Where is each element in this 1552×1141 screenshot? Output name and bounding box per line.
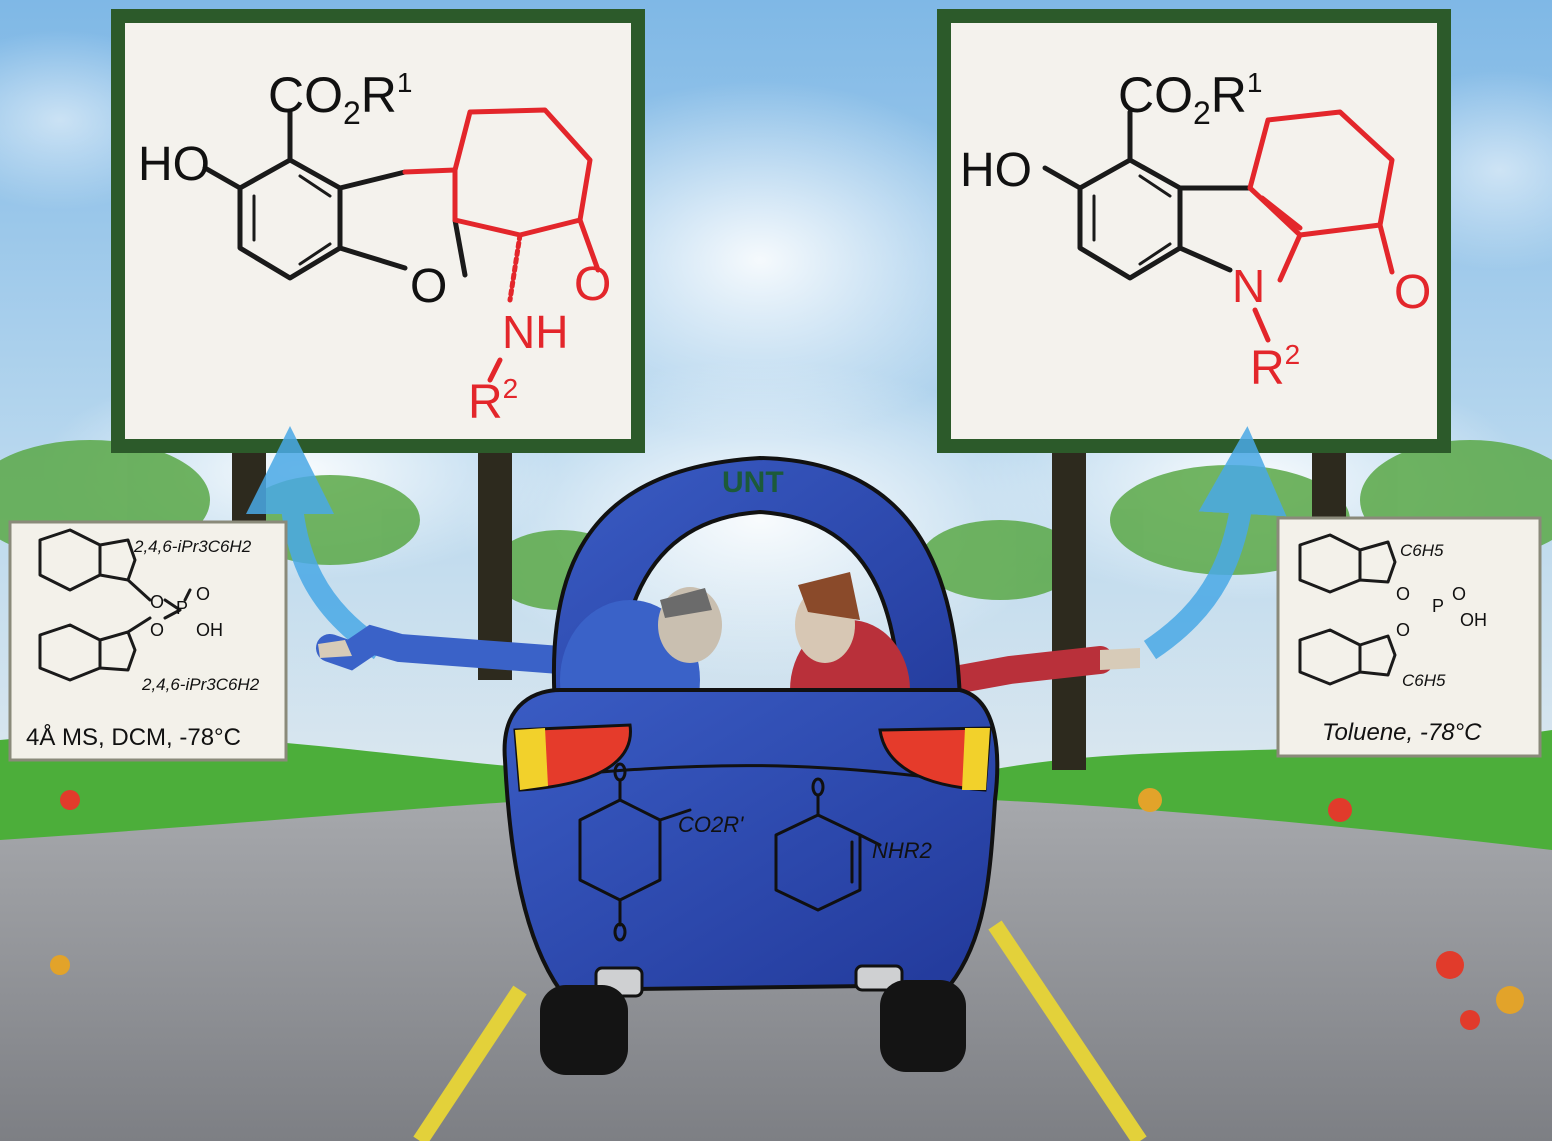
right-sup1: 1: [1247, 67, 1263, 98]
left-amine: NH: [502, 306, 568, 358]
right-cat-o1: O: [1396, 584, 1410, 604]
svg-text:R2: R2: [1250, 339, 1300, 395]
right-co-label: CO: [1118, 67, 1193, 123]
left-billboard: CO2R1 HO O O NH R2: [111, 9, 645, 453]
right-ketone-o: O: [1394, 266, 1431, 319]
left-cat-aryl-bottom: 2,4,6-iPr3C6H2: [141, 675, 260, 694]
car-quinone-sub: CO2R': [678, 812, 744, 837]
flowers: [50, 788, 1524, 1030]
car-roof-text: UNT: [722, 466, 784, 499]
right-cat-oh: OH: [1460, 610, 1487, 630]
right-r1: R: [1211, 67, 1247, 123]
svg-text:CO2R1: CO2R1: [268, 67, 412, 131]
left-hydroxy: HO: [138, 138, 210, 191]
left-co-label: CO: [268, 67, 343, 123]
left-cat-aryl-top: 2,4,6-iPr3C6H2: [133, 537, 252, 556]
right-cat-aryl-top: C6H5: [1400, 541, 1444, 560]
left-cat-conditions: 4Å MS, DCM, -78°C: [26, 723, 241, 751]
right-cat-p: P: [1432, 596, 1444, 616]
left-cat-po: O: [196, 584, 210, 604]
svg-text:R2: R2: [468, 373, 518, 429]
left-ring-oxygen: O: [410, 260, 447, 313]
left-r2: R: [468, 376, 503, 429]
lane-line-left: [413, 985, 527, 1141]
wheel-right: [880, 980, 966, 1072]
left-cat-o1: O: [150, 592, 164, 612]
right-hydroxy: HO: [960, 144, 1032, 197]
lane-line-right: [988, 920, 1147, 1141]
left-ketone-o: O: [574, 258, 611, 311]
left-sub2: 2: [343, 95, 361, 131]
svg-text:CO2R1: CO2R1: [1118, 67, 1262, 131]
left-cat-o2: O: [150, 620, 164, 640]
left-r1: R: [361, 67, 397, 123]
right-cat-po: O: [1452, 584, 1466, 604]
right-sup2: 2: [1285, 339, 1301, 370]
right-sub2: 2: [1193, 95, 1211, 131]
left-sup2: 2: [503, 373, 519, 404]
left-sup1: 1: [397, 67, 413, 98]
right-cat-aryl-bottom: C6H5: [1402, 671, 1446, 690]
right-billboard: CO2R1 HO N O R2: [937, 9, 1451, 453]
left-cat-oh: OH: [196, 620, 223, 640]
right-r2: R: [1250, 342, 1285, 395]
left-cat-p: P: [176, 598, 188, 618]
right-catalyst-card: C6H5 O P O O OH C6H5 Toluene, -78°C: [1276, 516, 1542, 758]
left-catalyst-card: 2,4,6-iPr3C6H2 O P O O OH 2,4,6-iPr3C6H2…: [8, 520, 288, 762]
right-cat-o2: O: [1396, 620, 1410, 640]
right-cat-conditions: Toluene, -78°C: [1322, 719, 1482, 746]
exhaust-right: [854, 964, 904, 992]
right-arrow: [1143, 426, 1287, 660]
car: UNT CO2R' NHR2: [502, 455, 1000, 1075]
wheel-left: [540, 985, 628, 1075]
car-body: [502, 688, 1000, 993]
right-nitrogen: N: [1232, 260, 1265, 312]
car-enaminone-sub: NHR2: [872, 838, 932, 863]
